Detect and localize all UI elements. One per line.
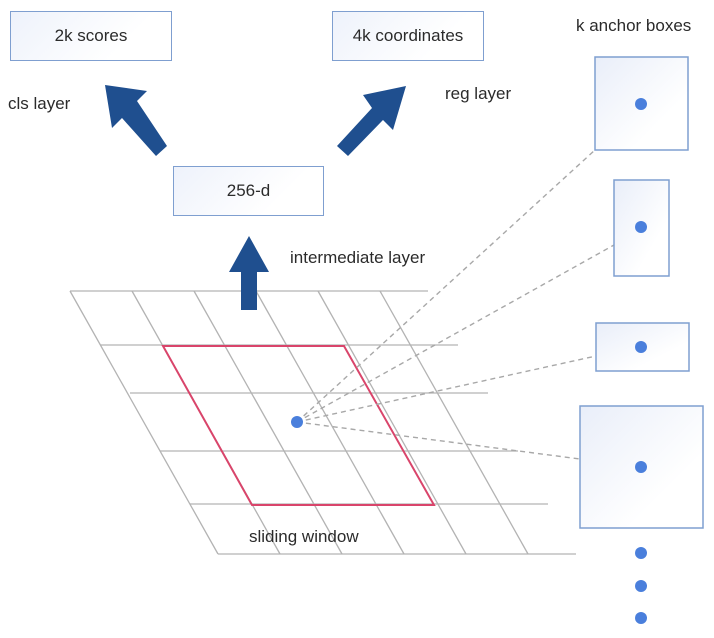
feature-vector-box: 256-d xyxy=(173,166,324,216)
anchor-box xyxy=(594,56,689,151)
grid-col-line xyxy=(193,290,343,555)
sliding-window-label: sliding window xyxy=(249,527,359,546)
anchor-center-dot xyxy=(635,341,647,353)
arrow-up-right-icon xyxy=(337,86,406,156)
ellipsis-dot xyxy=(635,612,647,624)
anchor-center-dot xyxy=(635,221,647,233)
window-center-dot xyxy=(291,416,303,428)
scores-label: 2k scores xyxy=(54,26,128,45)
feature-vector-label: 256-d xyxy=(226,181,271,200)
anchor-center-dot xyxy=(635,98,647,110)
connector-line xyxy=(296,244,615,423)
grid-col-line xyxy=(317,290,467,555)
more-anchors-ellipsis xyxy=(635,547,647,624)
grid-col-line xyxy=(255,290,405,555)
connector-line xyxy=(296,149,596,423)
grid-col-line xyxy=(379,290,529,555)
anchor-boxes xyxy=(579,56,704,529)
intermediate-layer-label: intermediate layer xyxy=(290,248,426,267)
arrow-up-left-icon xyxy=(105,85,167,156)
ellipsis-dot xyxy=(635,580,647,592)
connector-line xyxy=(296,355,597,423)
anchor-center-dot xyxy=(635,461,647,473)
feature-map-grid xyxy=(69,290,576,555)
reg-layer-label: reg layer xyxy=(445,84,512,103)
arrows xyxy=(105,85,406,310)
anchor-box xyxy=(595,322,690,372)
coordinates-label: 4k coordinates xyxy=(352,26,464,45)
sliding-window-frame xyxy=(161,345,436,506)
ellipsis-dot xyxy=(635,547,647,559)
cls-layer-label: cls layer xyxy=(8,94,71,113)
anchor-boxes-label: k anchor boxes xyxy=(576,16,692,35)
arrow-up-icon xyxy=(229,236,269,310)
coordinates-box: 4k coordinates xyxy=(332,11,484,61)
scores-box: 2k scores xyxy=(10,11,172,61)
grid-col-line xyxy=(69,290,219,555)
